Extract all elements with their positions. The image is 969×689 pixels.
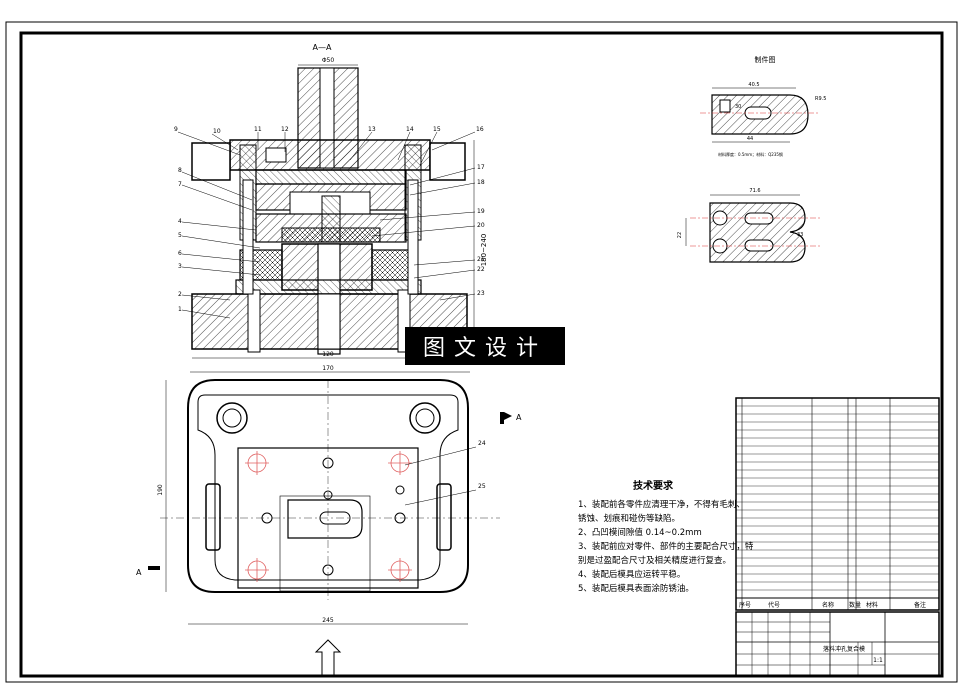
svg-text:8: 8 — [178, 167, 182, 174]
svg-text:10: 10 — [213, 128, 221, 135]
upper-die-plate — [229, 139, 431, 171]
dim-top-mid: 120 — [322, 351, 334, 358]
dim-main-width: 245 — [322, 617, 334, 624]
dim-shank: Φ50 — [322, 57, 335, 64]
svg-text:16: 16 — [476, 126, 484, 133]
dim-strip-len: 44 — [747, 136, 753, 142]
dim-blank-pitch: 22 — [677, 232, 683, 238]
svg-text:备注: 备注 — [914, 601, 926, 609]
bom-header: 序号 代号 名称 数量 材料 备注 — [739, 601, 926, 609]
strip-outline-plan — [287, 499, 363, 539]
tech-line: 2、凸凹模间隙值 0.14~0.2mm — [578, 528, 702, 538]
callout-labels: 9 10 11 12 13 14 15 16 8 7 4 5 6 3 2 1 1… — [174, 126, 485, 313]
inner-border — [19, 31, 944, 678]
view-arrow-left: A — [136, 568, 142, 577]
svg-text:19: 19 — [477, 208, 485, 215]
svg-text:2: 2 — [178, 291, 182, 298]
svg-text:22: 22 — [477, 266, 485, 273]
svg-text:12: 12 — [281, 126, 289, 133]
svg-text:15: 15 — [433, 126, 441, 133]
dim-plan-width: 170 — [322, 365, 334, 372]
lower-fixed-plate — [235, 279, 422, 295]
svg-text:14: 14 — [406, 126, 414, 133]
svg-text:5: 5 — [178, 232, 182, 239]
dim-blank-width: 71.6 — [749, 188, 760, 194]
dim-height: 180~240 — [480, 234, 488, 267]
svg-text:数量: 数量 — [849, 601, 861, 609]
tech-line: 锈蚀、划痕和碰伤等缺陷。 — [578, 514, 681, 524]
svg-text:17: 17 — [477, 164, 485, 171]
section-view: A—A Φ50 — [174, 43, 488, 359]
svg-text:3: 3 — [178, 263, 182, 270]
callout-24: 24 — [478, 440, 486, 447]
svg-text:20: 20 — [477, 222, 485, 229]
title-scale: 1:1 — [873, 657, 883, 664]
svg-text:1: 1 — [178, 306, 182, 313]
tech-line: 3、装配前应对零件、部件的主要配合尺寸，特 — [578, 542, 754, 552]
svg-text:材料: 材料 — [866, 601, 878, 609]
tech-line: 别是过盈配合尺寸及相关精度进行复查。 — [578, 556, 732, 566]
svg-text:18: 18 — [477, 179, 485, 186]
dim-strip-mid: 30 — [735, 104, 741, 110]
bom-table — [735, 397, 940, 611]
feed-direction-arrow — [314, 639, 342, 676]
dim-plan-height: 190 — [157, 484, 164, 496]
rubber-right — [371, 249, 415, 281]
dim-blank-tab: 33 — [797, 232, 803, 238]
svg-text:4: 4 — [178, 218, 182, 225]
watermark-banner: 图文设计 — [405, 327, 565, 365]
svg-text:23: 23 — [477, 290, 485, 297]
dim-strip-left: R9.5 — [815, 96, 826, 102]
plan-view: 170 190 245 24 25 — [136, 365, 522, 676]
svg-text:序号: 序号 — [739, 601, 751, 609]
svg-text:11: 11 — [254, 126, 262, 133]
part-drawing: 制件图 40.5 R9.5 30 44 材料厚度：0.5mm；材料：Q235钢 … — [677, 55, 826, 263]
title-block — [735, 611, 940, 677]
title-drawing-name: 落料冲孔复合模 — [823, 645, 865, 653]
tech-title: 技术要求 — [633, 481, 673, 492]
svg-text:名称: 名称 — [822, 601, 834, 609]
part-tag: 制件图 — [755, 55, 776, 64]
tech-line: 1、装配前各零件应清理干净，不得有毛刺、 — [578, 500, 745, 510]
section-label: A—A — [313, 43, 332, 52]
svg-text:13: 13 — [368, 126, 376, 133]
outer-border — [5, 21, 958, 683]
svg-text:9: 9 — [174, 126, 178, 133]
lower-plate-outline — [187, 379, 469, 593]
svg-text:6: 6 — [178, 250, 182, 257]
view-arrow-right: A — [516, 413, 522, 422]
callout-25: 25 — [478, 483, 486, 490]
svg-text:7: 7 — [178, 181, 182, 188]
svg-text:代号: 代号 — [768, 601, 780, 609]
dim-strip-width: 40.5 — [748, 82, 759, 88]
part-note: 材料厚度：0.5mm；材料：Q235钢 — [718, 151, 783, 157]
technical-requirements: 技术要求 1、装配前各零件应清理干净，不得有毛刺、 锈蚀、划痕和碰伤等缺陷。 2… — [578, 480, 754, 596]
svg-text:21: 21 — [477, 256, 485, 263]
backing-plate — [255, 169, 407, 185]
tech-line: 5、装配后模具表面涂防锈油。 — [578, 584, 694, 594]
tech-line: 4、装配后模具应运转平稳。 — [578, 570, 686, 580]
